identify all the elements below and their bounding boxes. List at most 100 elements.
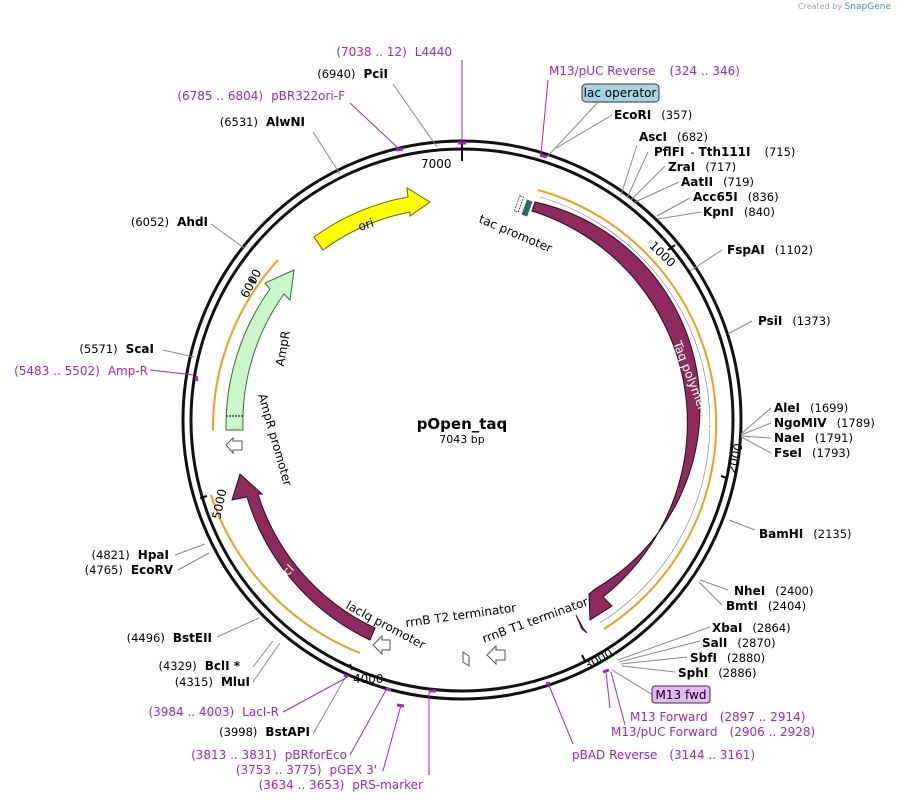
enzyme-naei: NaeI (1791) [774,431,853,445]
enzyme-fsei: FseI (1793) [774,446,850,460]
enzyme-fsei-pos: (1793) [812,446,850,460]
enzyme-zrai: ZraI(717) [668,160,736,174]
primer-pbrforeco: (3813 .. 3831)pBRforEco [191,748,347,762]
snapgene-logo: SnapGene [844,2,891,12]
rrnb-t1-arrow [486,644,506,666]
primer-pbad-reverse-range: (3144 .. 3161) [669,748,755,762]
primer-pbrforeco-range: (3813 .. 3831) [191,748,277,762]
rrnb-t2-glyph [462,651,470,667]
enzyme-hpai: (4821) HpaI [92,548,169,562]
primer-marker-pbr322ori [395,147,404,152]
primer-l4440-name: L4440 [415,45,452,59]
primer-line-pgex3 [382,704,402,772]
enzyme-psii-pos: (1373) [792,314,830,328]
primer-m13puc-reverse-range: (324 .. 346) [670,64,740,78]
enzyme-scai-name: ScaI [126,342,154,356]
primer-l4440-range: (7038 .. 12) [336,45,406,59]
enzyme-sali-name: SalI [702,636,727,650]
leader-xbai [617,626,711,661]
taq-orange-arc [537,189,718,630]
enzyme-naei-name: NaeI [774,431,805,445]
enzyme-hpai-pos: (4821) [92,548,130,562]
enzyme-bsteii-name: BstEII [173,631,212,645]
enzyme-fspai: FspAI(1102) [727,243,813,257]
enzyme-alwni-name: AlwNI [266,115,305,129]
primer-pbr322ori: (6785 .. 6804)pBR322ori-F [177,89,345,103]
primer-pgex3: (3753 .. 3775)pGEX 3' [236,763,377,777]
enzyme-psii: PsiI (1373) [758,314,831,328]
lac-operator-leader [545,99,601,159]
enzyme-pflfi-name: PflFI [654,145,684,159]
primer-arrow-3000 [575,614,588,634]
enzyme-sali: SalI(2870) [702,636,776,650]
leader-fsei [740,436,772,454]
enzyme-mlui: (4315)MluI [175,675,250,689]
leader-ecori [552,114,613,151]
tick-label-7000: 7000 [421,157,452,171]
credit-prefix: Created by [798,2,843,11]
leader-nhei [699,579,729,591]
enzyme-hpai-name: HpaI [138,548,169,562]
lac-operator-marker [513,195,525,213]
enzyme-pcii-pos: (6940) [317,67,355,81]
leader-ahdi [210,223,245,249]
primer-marker-pbrforeco [385,687,392,692]
leader-pflfi [626,151,649,199]
enzyme-bamhi: BamHI(2135) [759,527,852,541]
enzyme-bmti-name: BmtI [726,599,758,613]
enzyme-fsei-name: FseI [774,446,802,460]
leader-ecorv [177,552,210,571]
enzyme-sphi-name: SphI [678,666,708,680]
leader-scai [162,349,195,358]
enzyme-bamhi-pos: (2135) [813,527,851,541]
enzyme-bstapi: (3998)BstAPI [219,725,310,739]
primer-pbr322ori-range: (6785 .. 6804) [177,89,263,103]
laci-orange-arc [210,494,361,654]
primer-pgex3-name: pGEX 3' [330,763,377,777]
enzyme-ahdi: (6052)AhdI [131,215,208,229]
primer-laci-r-name: LacI-R [242,705,279,719]
primer-marker-pbad-rev [545,681,551,686]
primer-marker-m13puc-rev [539,153,548,159]
tac-promoter-label: tac promoter [477,212,554,255]
leader-bcli [252,640,274,668]
enzyme-alwni: (6531)AlwNI [220,115,305,129]
enzyme-naei-pos: (1791) [815,431,853,445]
enzyme-kpni: KpnI (840) [703,205,775,219]
enzyme-scai: (5571)ScaI [79,342,154,356]
enzyme-asci: AscI(682) [639,130,708,144]
enzyme-psii-name: PsiI [758,314,782,328]
taq-orange-arc-inner [539,196,711,624]
ori-label: ori [356,216,375,234]
enzyme-asci-pos: (682) [677,130,708,144]
m13-fwd-label: M13 fwd [656,688,707,702]
primer-marker-pgex3 [396,703,405,708]
leader-kpni [657,211,702,220]
enzyme-ngomiv-name: NgoMIV [774,416,827,430]
enzyme-sphi: SphI(2886) [678,666,757,680]
enzyme-kpni-pos: (840) [744,205,775,219]
enzyme-nhei: NheI(2400) [734,584,813,598]
tac-promoter-marker [521,199,533,217]
enzyme-ahdi-pos: (6052) [131,215,169,229]
primer-marker-laci-r [343,673,349,679]
primer-l4440: (7038 .. 12) L4440 [336,45,452,59]
enzyme-ecorv-pos: (4765) [85,563,123,577]
primer-ampr-name: Amp-R [108,364,148,378]
enzyme-acc65i-pos: (836) [748,190,779,204]
plasmid-name: pOpen_taq [417,415,508,433]
primer-lines [149,60,626,775]
leader-bmti [698,581,723,606]
enzyme-kpni-name: KpnI [703,205,734,219]
leader-acc65i [656,197,691,217]
primer-line-pbr322ori [349,102,399,149]
leader-psii [727,320,753,335]
primer-line-pbad-rev [547,682,574,745]
ampr-promoter-arrow [225,436,243,455]
primer-m13puc-forward-name: M13/pUC Forward [611,725,718,739]
primer-line-pbrforeco [349,689,387,756]
leader-mlui [252,642,281,683]
leader-bsteii [216,617,260,638]
m13-fwd-leader [611,669,654,696]
